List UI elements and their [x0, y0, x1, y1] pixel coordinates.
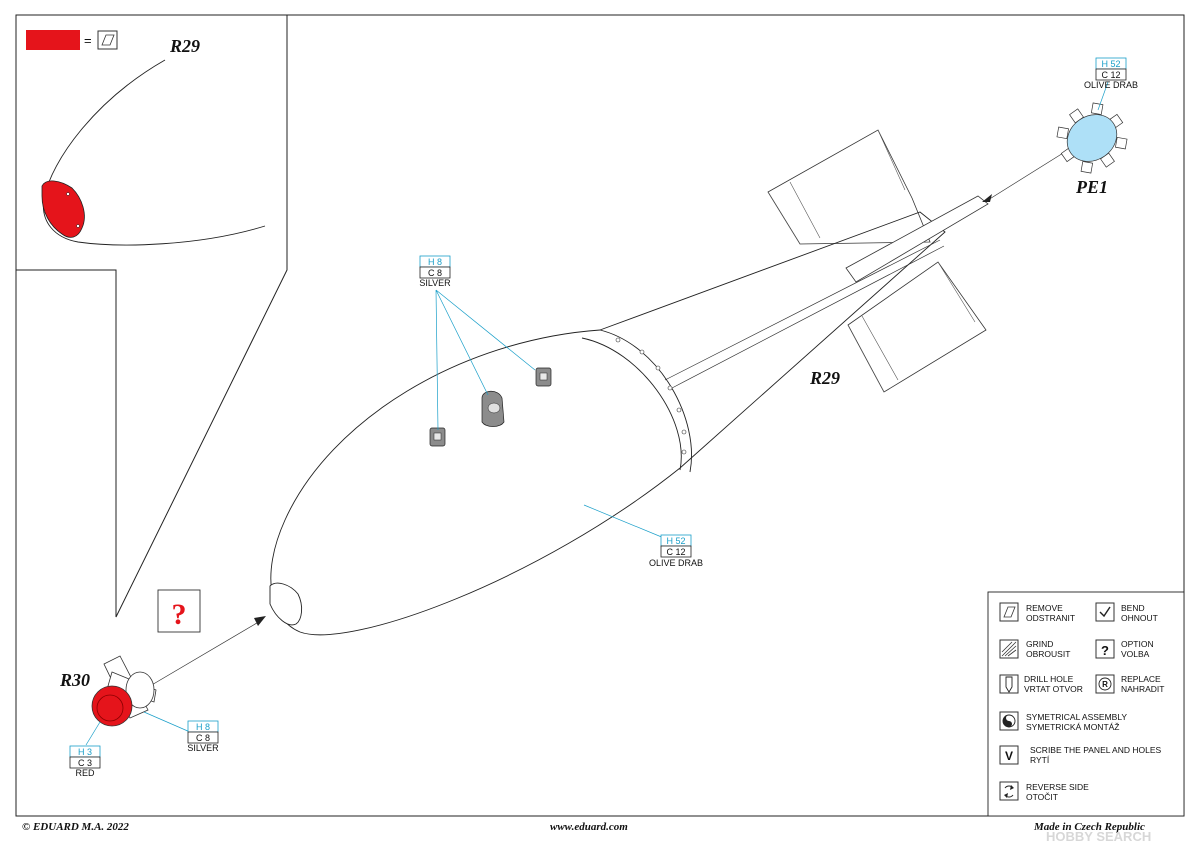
- svg-text:OLIVE DRAB: OLIVE DRAB: [1084, 80, 1138, 90]
- part-label-r29: R29: [809, 368, 840, 388]
- r30-part: R30 H 3 C 3 RED H 8 C 8 SILVER: [59, 616, 266, 778]
- symbol-legend: REMOVE ODSTRANIT BEND OHNOUT GRIND OBROU…: [987, 591, 1185, 817]
- legend-replace: R REPLACE NAHRADIT: [1095, 674, 1164, 694]
- r30-red-cap: [91, 685, 133, 727]
- svg-text:OHNOUT: OHNOUT: [1121, 613, 1158, 623]
- legend-grind: GRIND OBROUSIT: [999, 639, 1070, 659]
- footer-url: www.eduard.com: [550, 821, 628, 833]
- legend-option: ? OPTION VOLBA: [1095, 639, 1154, 659]
- svg-text:SILVER: SILVER: [187, 743, 219, 753]
- watermark-text: HOBBY SEARCH: [1046, 829, 1151, 844]
- svg-text:BEND: BEND: [1121, 603, 1145, 613]
- svg-text:SILVER: SILVER: [419, 278, 451, 288]
- svg-text:H 8: H 8: [428, 257, 442, 267]
- suspension-lugs: [429, 367, 552, 447]
- part-label-r29-inset: R29: [169, 36, 200, 56]
- legend-reverse: REVERSE SIDE OTOČIT: [999, 781, 1089, 802]
- svg-text:OTOČIT: OTOČIT: [1026, 792, 1058, 802]
- option-icon: ?: [157, 589, 201, 633]
- svg-text:?: ?: [172, 598, 187, 631]
- svg-text:VRTAT OTVOR: VRTAT OTVOR: [1024, 684, 1083, 694]
- svg-text:SCRIBE THE PANEL AND HOLES: SCRIBE THE PANEL AND HOLES: [1030, 745, 1161, 755]
- callout-body: H 52 C 12 OLIVE DRAB: [583, 504, 703, 568]
- footer-copyright: © EDUARD M.A. 2022: [22, 821, 129, 833]
- pe1-part: H 52 C 12 OLIVE DRAB PE1: [982, 57, 1138, 202]
- svg-text:H 52: H 52: [666, 536, 685, 546]
- svg-text:OPTION: OPTION: [1121, 639, 1154, 649]
- part-label-pe1: PE1: [1075, 177, 1108, 197]
- legend-bend: BEND OHNOUT: [1095, 602, 1158, 623]
- svg-text:C 8: C 8: [428, 268, 442, 278]
- svg-text:V: V: [1005, 749, 1013, 763]
- legend-scribe: V SCRIBE THE PANEL AND HOLES RYTÍ: [999, 745, 1161, 765]
- part-label-r30: R30: [59, 670, 90, 690]
- svg-text:DRILL HOLE: DRILL HOLE: [1024, 674, 1074, 684]
- svg-text:ODSTRANIT: ODSTRANIT: [1026, 613, 1075, 623]
- sheet-frame: [15, 14, 1185, 817]
- svg-text:SYMETRICKÁ MONTÁŽ: SYMETRICKÁ MONTÁŽ: [1026, 722, 1120, 732]
- inset-detail: = R29: [16, 15, 288, 618]
- red-nose-cap: [41, 180, 85, 238]
- svg-text:VOLBA: VOLBA: [1121, 649, 1150, 659]
- svg-text:C 3: C 3: [78, 758, 92, 768]
- svg-text:GRIND: GRIND: [1026, 639, 1053, 649]
- legend-drill: DRILL HOLE VRTAT OTVOR: [999, 674, 1083, 694]
- remove-icon: [97, 30, 118, 50]
- svg-text:C 12: C 12: [1101, 70, 1120, 80]
- svg-text:SYMETRICAL ASSEMBLY: SYMETRICAL ASSEMBLY: [1026, 712, 1127, 722]
- svg-text:H 3: H 3: [78, 747, 92, 757]
- red-swatch: [26, 30, 80, 50]
- legend-remove: REMOVE ODSTRANIT: [999, 602, 1075, 623]
- equals-sign: =: [84, 33, 92, 48]
- svg-text:H 8: H 8: [196, 722, 210, 732]
- svg-text:OBROUSIT: OBROUSIT: [1026, 649, 1070, 659]
- svg-text:REPLACE: REPLACE: [1121, 674, 1161, 684]
- svg-text:NAHRADIT: NAHRADIT: [1121, 684, 1164, 694]
- legend-symmetrical: SYMETRICAL ASSEMBLY SYMETRICKÁ MONTÁŽ: [999, 711, 1127, 732]
- svg-text:C 8: C 8: [196, 733, 210, 743]
- svg-text:?: ?: [1101, 643, 1109, 658]
- svg-text:RED: RED: [75, 768, 95, 778]
- svg-text:REMOVE: REMOVE: [1026, 603, 1063, 613]
- svg-text:REVERSE SIDE: REVERSE SIDE: [1026, 782, 1089, 792]
- bomb-body: [269, 129, 989, 636]
- svg-text:C 12: C 12: [666, 547, 685, 557]
- callout-lugs: H 8 C 8 SILVER: [419, 255, 536, 431]
- svg-text:OLIVE DRAB: OLIVE DRAB: [649, 558, 703, 568]
- svg-text:RYTÍ: RYTÍ: [1030, 755, 1050, 765]
- svg-text:H 52: H 52: [1101, 59, 1120, 69]
- footer-origin: Made in Czech Republic: [1033, 821, 1145, 833]
- svg-text:R: R: [1102, 680, 1108, 689]
